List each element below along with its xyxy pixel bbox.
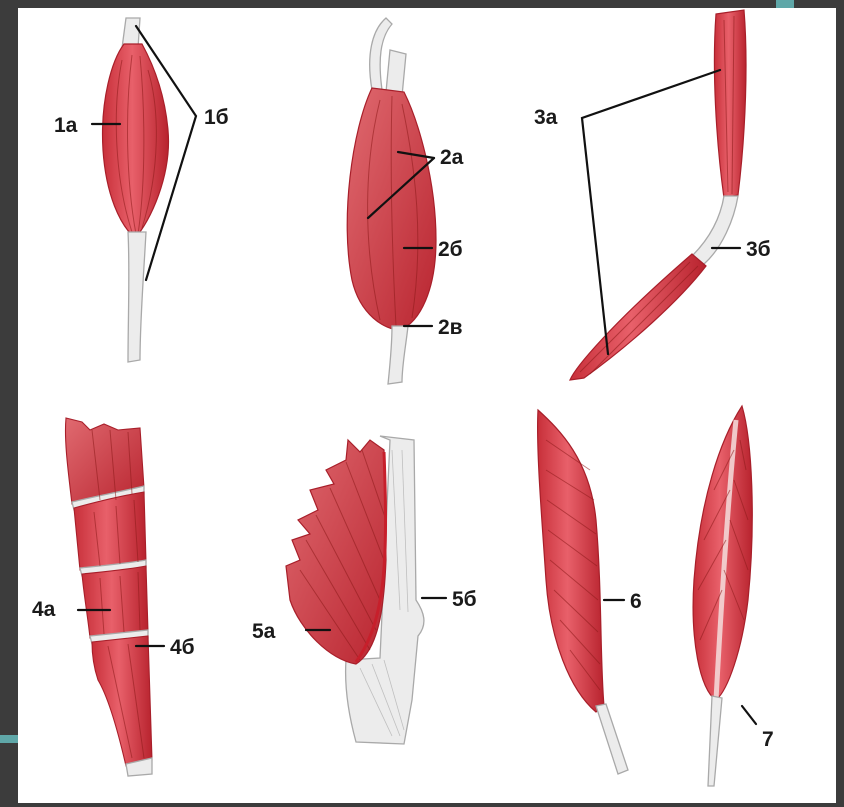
seg-4 xyxy=(92,636,152,766)
serrated-muscle-figure xyxy=(286,436,424,744)
label-3a: 3а xyxy=(534,106,558,129)
label-2b: 2б xyxy=(438,238,463,261)
label-3b: 3б xyxy=(746,238,771,261)
unipennate-belly xyxy=(538,410,604,712)
fusiform-belly xyxy=(103,44,169,238)
fusiform-bottom-tendon xyxy=(128,232,146,362)
unipennate-tendon xyxy=(596,704,628,774)
oval-top-tendon-2 xyxy=(386,50,406,96)
oval-muscle-figure xyxy=(347,18,436,384)
label-1b: 1б xyxy=(204,106,229,129)
label-4a: 4а xyxy=(32,598,56,621)
label-4b: 4б xyxy=(170,636,195,659)
intermediate-tendon xyxy=(692,196,738,264)
label-6: 6 xyxy=(630,590,642,613)
segmented-muscle-figure xyxy=(65,418,152,776)
fusiform-muscle-figure xyxy=(103,18,169,362)
bipennate-tendon xyxy=(708,696,722,786)
label-2v: 2в xyxy=(438,316,463,339)
label-5a: 5а xyxy=(252,620,276,643)
unipennate-muscle-figure xyxy=(538,410,628,774)
label-1a: 1а xyxy=(54,114,78,137)
upper-belly xyxy=(714,10,746,198)
label-5b: 5б xyxy=(452,588,477,611)
bipennate-muscle-figure xyxy=(693,406,752,786)
label-2a: 2а xyxy=(440,146,464,169)
oval-bottom-tendon xyxy=(388,326,408,384)
label-7: 7 xyxy=(762,728,774,751)
digastric-muscle-figure xyxy=(570,10,746,380)
